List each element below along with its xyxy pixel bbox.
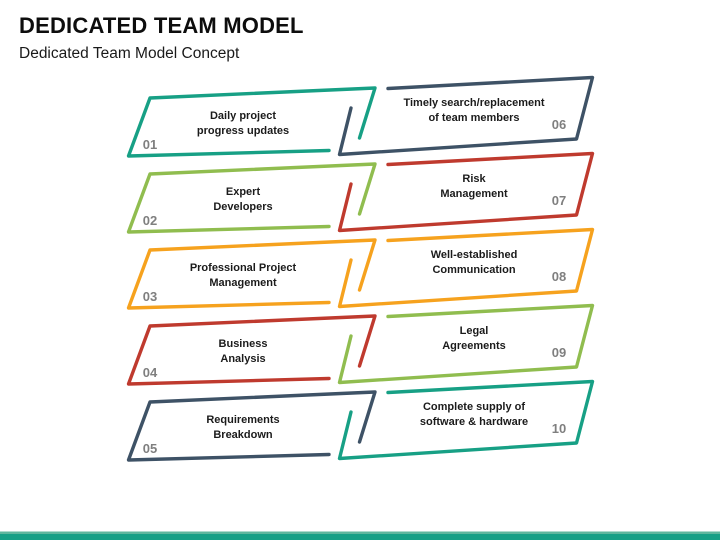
item-08-label: Well-established Communication xyxy=(388,241,560,285)
item-05-label: Requirements Breakdown xyxy=(147,406,339,450)
item-03-shape xyxy=(126,238,377,310)
item-05-label-line1: Requirements xyxy=(206,414,280,426)
item-04-label: Business Analysis xyxy=(147,330,339,374)
item-07-label: Risk Management xyxy=(388,165,560,209)
item-09-number: 09 xyxy=(551,345,567,360)
item-08-label-line2: Communication xyxy=(432,264,516,276)
item-06-label-line1: Timely search/replacement xyxy=(403,97,545,109)
item-05-shape xyxy=(126,390,377,462)
item-03-label-line2: Management xyxy=(209,277,277,289)
item-06-shape xyxy=(337,75,595,157)
item-02-label-line1: Expert xyxy=(225,186,261,198)
item-10-shape xyxy=(337,379,595,461)
item-01-number: 01 xyxy=(142,137,158,152)
item-02-label: Expert Developers xyxy=(147,178,339,222)
item-04-label-line2: Analysis xyxy=(220,353,266,365)
item-07-label-line1: Risk xyxy=(462,173,486,185)
item-10-label-line2: software & hardware xyxy=(419,416,529,428)
item-04-shape xyxy=(126,314,377,386)
item-03-label-line1: Professional Project xyxy=(189,262,297,274)
item-09-label-line1: Legal xyxy=(459,325,489,337)
item-03-number: 03 xyxy=(142,289,158,304)
item-08-label-line1: Well-established xyxy=(430,249,518,261)
item-02-label-line2: Developers xyxy=(213,201,273,213)
item-09-label: Legal Agreements xyxy=(388,317,560,361)
item-06-label-line2: of team members xyxy=(428,112,520,124)
item-07-label-line2: Management xyxy=(440,188,508,200)
item-01-shape xyxy=(126,86,377,158)
item-05-label-line2: Breakdown xyxy=(213,429,273,441)
item-06-label: Timely search/replacement of team member… xyxy=(388,89,560,133)
item-08-shape xyxy=(337,227,595,309)
item-06-number: 06 xyxy=(551,117,567,132)
footer-bar xyxy=(0,534,720,540)
item-01-label-line1: Daily project xyxy=(209,110,277,122)
item-04-label-line1: Business xyxy=(218,338,268,350)
item-03-label: Professional Project Management xyxy=(147,254,339,298)
item-04-number: 04 xyxy=(142,365,158,380)
item-05-number: 05 xyxy=(142,441,158,456)
page-title: DEDICATED TEAM MODEL xyxy=(19,13,304,38)
page-subtitle: Dedicated Team Model Concept xyxy=(19,45,240,62)
item-08-number: 08 xyxy=(551,269,567,284)
footer-bar-highlight xyxy=(0,531,720,534)
item-07-number: 07 xyxy=(551,193,567,208)
item-10-label: Complete supply of software & hardware xyxy=(388,393,560,437)
item-10-number: 10 xyxy=(551,421,567,436)
item-02-shape xyxy=(126,162,377,234)
item-02-number: 02 xyxy=(142,213,158,228)
item-01-label: Daily project progress updates xyxy=(147,102,339,146)
item-09-label-line2: Agreements xyxy=(442,340,506,352)
item-10-label-line1: Complete supply of xyxy=(422,401,526,413)
item-09-shape xyxy=(337,303,595,385)
item-07-shape xyxy=(337,151,595,233)
item-01-label-line2: progress updates xyxy=(196,125,290,137)
